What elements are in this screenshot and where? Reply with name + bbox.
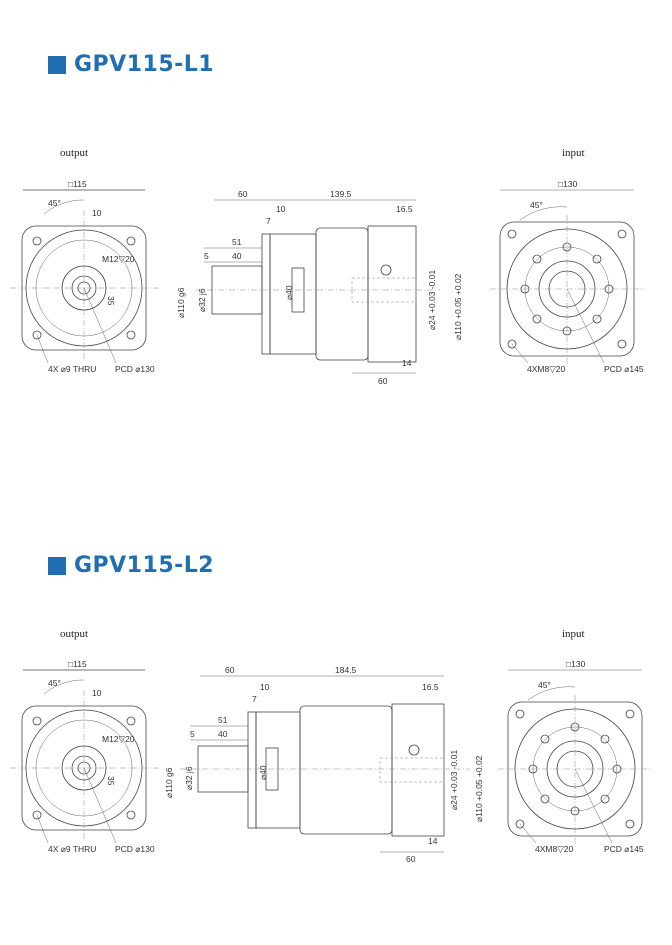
- input-holes: 4XM8▽20: [527, 364, 565, 374]
- side-view: 60 184.5 16.5 10 7 51 5 40 ⌀110 g6 ⌀32 j…: [164, 665, 484, 864]
- side-shaft-dia: ⌀32 j6: [184, 766, 194, 790]
- side-dim-51: 51: [218, 715, 228, 725]
- side-bore: ⌀24 +0.03 -0.01: [449, 750, 459, 810]
- output-angle: 45°: [48, 678, 61, 688]
- input-square-dim: □130: [558, 179, 578, 189]
- side-pilot: ⌀110 g6: [164, 767, 174, 798]
- side-boss-dia: ⌀40: [284, 285, 294, 300]
- section-heading: GPV115-L1: [48, 52, 214, 77]
- output-tap: M12▽20: [102, 734, 135, 744]
- input-label: input: [562, 147, 585, 159]
- side-boss-dia: ⌀40: [258, 765, 268, 780]
- side-flange-offset: 16.5: [422, 682, 439, 692]
- section-heading: GPV115-L2: [48, 553, 214, 578]
- drawing-gpv115-l2: □115 45° 10 M12▽20 35 4X ⌀9 THRU PCD ⌀13…: [10, 659, 652, 864]
- side-input-pilot: ⌀110 +0.05 +0.02: [474, 755, 484, 822]
- output-key-width: 10: [92, 688, 102, 698]
- side-shaft-dia: ⌀32 j6: [197, 288, 207, 312]
- output-holes: 4X ⌀9 THRU: [48, 844, 96, 854]
- output-tap: M12▽20: [102, 254, 135, 264]
- side-dim-10: 10: [276, 204, 286, 214]
- section-title: GPV115-L2: [74, 553, 215, 578]
- side-view: 60 139.5 16.5 10 7 51 5 40 ⌀110 g6 ⌀32 j…: [176, 189, 463, 386]
- side-dim-60: 60: [406, 854, 416, 864]
- side-dim-14: 14: [428, 836, 438, 846]
- input-angle: 45°: [530, 200, 543, 210]
- side-shaft-length: 60: [238, 189, 248, 199]
- side-pilot: ⌀110 g6: [176, 287, 186, 318]
- output-key-height: 35: [106, 776, 116, 786]
- side-total-length: 139.5: [330, 189, 352, 199]
- side-dim-40: 40: [218, 729, 228, 739]
- side-dim-14: 14: [402, 358, 412, 368]
- output-key-width: 10: [92, 208, 102, 218]
- drawing-gpv115-l1: □115 45° 10 M12▽20 35 4X ⌀9 THRU PCD ⌀13…: [10, 179, 645, 386]
- side-dim-7: 7: [252, 694, 257, 704]
- side-dim-40: 40: [232, 251, 242, 261]
- side-input-pilot: ⌀110 +0.05 +0.02: [453, 273, 463, 340]
- side-dim-5: 5: [190, 729, 195, 739]
- side-dim-7: 7: [266, 216, 271, 226]
- side-shaft-length: 60: [225, 665, 235, 675]
- input-angle: 45°: [538, 680, 551, 690]
- input-square-dim: □130: [566, 659, 586, 669]
- output-angle: 45°: [48, 198, 61, 208]
- input-pcd: PCD ⌀145: [604, 364, 644, 374]
- side-dim-60: 60: [378, 376, 388, 386]
- input-holes: 4XM8▽20: [535, 844, 573, 854]
- output-key-height: 35: [106, 296, 116, 306]
- side-dim-51: 51: [232, 237, 242, 247]
- input-view: □130 45° 4XM8▽20 PCD ⌀145: [498, 659, 652, 854]
- output-view: □115 45° 10 M12▽20 35 4X ⌀9 THRU PCD ⌀13…: [10, 659, 160, 854]
- output-square-dim: □115: [68, 179, 87, 189]
- side-dim-5: 5: [204, 251, 209, 261]
- output-label: output: [60, 628, 89, 640]
- output-square-dim: □115: [68, 659, 87, 669]
- output-holes: 4X ⌀9 THRU: [48, 364, 96, 374]
- side-flange-offset: 16.5: [396, 204, 413, 214]
- side-total-length: 184.5: [335, 665, 357, 675]
- input-label: input: [562, 628, 585, 640]
- side-dim-10: 10: [260, 682, 270, 692]
- heading-square-icon: [48, 55, 66, 74]
- input-view: □130 45° 4XM8▽20 PCD ⌀145: [490, 179, 645, 374]
- input-pcd: PCD ⌀145: [604, 844, 644, 854]
- output-pcd: PCD ⌀130: [115, 844, 155, 854]
- section-title: GPV115-L1: [74, 52, 215, 77]
- output-label: output: [60, 147, 89, 159]
- side-bore: ⌀24 +0.03 -0.01: [427, 270, 437, 330]
- output-view: □115 45° 10 M12▽20 35 4X ⌀9 THRU PCD ⌀13…: [10, 179, 160, 374]
- output-pcd: PCD ⌀130: [115, 364, 155, 374]
- heading-square-icon: [48, 556, 66, 575]
